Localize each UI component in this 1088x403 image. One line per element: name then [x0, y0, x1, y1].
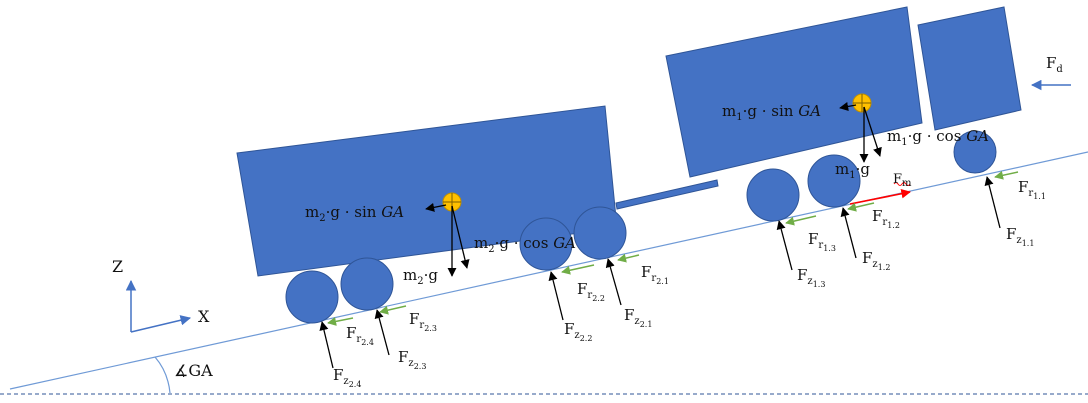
- rolling-force-label-2-3: Fr2.3: [409, 310, 437, 333]
- drive-force-arrow: [849, 188, 911, 205]
- wheel-2-4: [285, 270, 339, 324]
- rolling-force-label-1-2: Fr1.2: [872, 207, 900, 230]
- truck-weight-x-arrow: [839, 102, 857, 111]
- trailer-weight-label: m2·g: [403, 266, 438, 287]
- normal-force-arrow-2-4: [319, 321, 334, 369]
- rolling-resistance-arrow-2-2: [561, 264, 595, 275]
- truck-weight-label: m1·g: [835, 160, 870, 181]
- rolling-resistance-arrow-1-2: [847, 202, 875, 212]
- normal-force-label-2-2: Fz2.2: [564, 320, 592, 343]
- drawbar: [615, 179, 719, 210]
- trailer-weight-z-label: m2·g · cos GA: [474, 234, 576, 255]
- drive-force-label: Fm: [893, 172, 912, 189]
- rolling-resistance-arrow-2-3: [379, 305, 407, 315]
- rolling-resistance-arrow-1-1: [994, 170, 1019, 180]
- truck-box-body: [665, 6, 923, 178]
- rolling-force-label-2-2: Fr2.2: [577, 280, 605, 303]
- rolling-resistance-arrow-1-3: [785, 215, 817, 226]
- wheel-2-1: [573, 206, 627, 260]
- truck-weight-z-arrow: [863, 106, 882, 157]
- trailer-weight-x-label: m2·g · sin GA: [305, 203, 404, 224]
- rolling-force-label-1-1: Fr1.1: [1018, 178, 1046, 201]
- trailer-weight-x-arrow: [425, 202, 447, 212]
- truck-cab: [917, 6, 1022, 131]
- truck-cog-symbol: [852, 93, 872, 113]
- drive-force-wavy-underline: [893, 182, 911, 186]
- normal-force-arrow-1-1: [984, 176, 1001, 229]
- trailer-weight-z-arrow: [451, 205, 470, 269]
- rolling-force-label-2-1: Fr2.1: [641, 263, 669, 286]
- rolling-force-label-2-4: Fr2.4: [346, 324, 374, 347]
- normal-force-arrow-1-2: [840, 207, 857, 259]
- truck-weight-x-label: m1·g · sin GA: [722, 102, 821, 123]
- normal-force-label-2-3: Fz2.3: [398, 348, 426, 371]
- wheel-2-2: [519, 217, 573, 271]
- x-axis-arrow: [130, 315, 192, 333]
- drag-force-label: Fd: [1046, 54, 1063, 75]
- gradient-angle-arc: [154, 356, 171, 394]
- rolling-force-label-1-3: Fr1.3: [808, 230, 836, 253]
- normal-force-arrow-2-1: [605, 258, 622, 306]
- wheel-1-3: [746, 168, 800, 222]
- normal-force-arrow-2-2: [548, 271, 564, 321]
- normal-force-label-2-4: Fz2.4: [333, 366, 361, 389]
- normal-force-label-1-2: Fz1.2: [862, 249, 890, 272]
- rolling-resistance-arrow-2-1: [617, 253, 640, 263]
- wheel-1-2: [807, 154, 861, 208]
- normal-force-label-1-1: Fz1.1: [1006, 225, 1034, 248]
- angle-label: ∡GA: [174, 361, 213, 380]
- normal-force-label-2-1: Fz2.1: [624, 306, 652, 329]
- normal-force-label-1-3: Fz1.3: [797, 266, 825, 289]
- normal-force-arrow-2-3: [374, 309, 390, 356]
- normal-force-arrow-1-3: [776, 220, 793, 271]
- truck-weight-z-label: m1·g · cos GA: [887, 127, 989, 148]
- z-axis-label: Z: [112, 257, 123, 276]
- x-axis-label: X: [198, 307, 210, 326]
- wheel-2-3: [340, 257, 394, 311]
- rolling-resistance-arrow-2-4: [327, 316, 354, 326]
- wheel-1-1: [953, 130, 997, 174]
